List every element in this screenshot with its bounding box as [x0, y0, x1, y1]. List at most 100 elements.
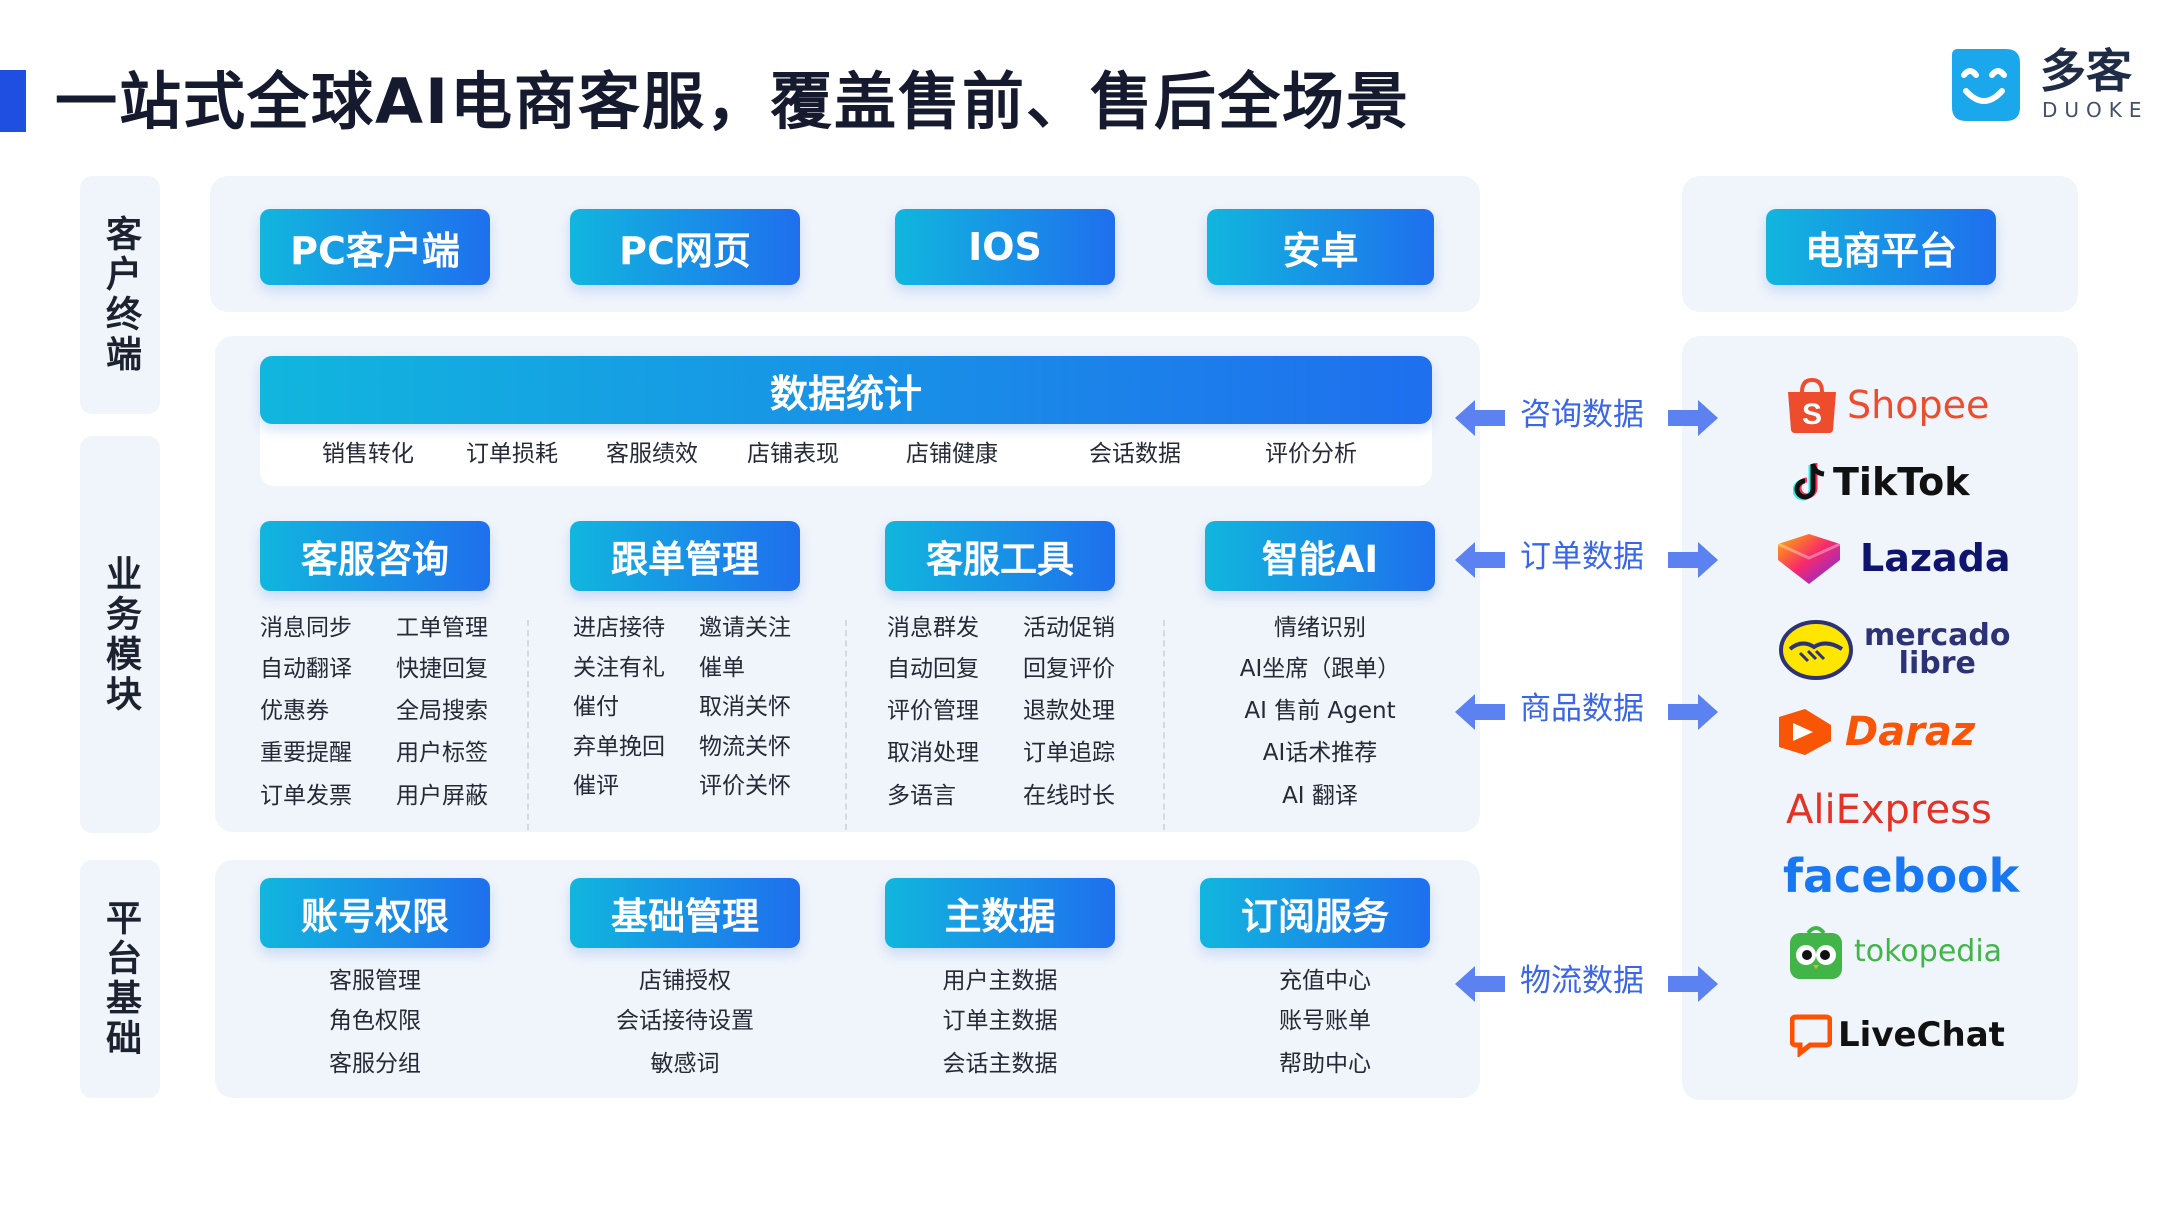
module-item: 全局搜索 — [396, 698, 488, 724]
platform-item: 充值中心 — [1279, 968, 1371, 994]
platform-daraz-name: Daraz — [1845, 709, 1976, 755]
data-flow-label: 咨询数据 — [1520, 397, 1644, 433]
module-item: 消息同步 — [260, 615, 352, 641]
module-item: 物流关怀 — [699, 734, 791, 760]
module-item: 多语言 — [887, 783, 956, 809]
platform-aliexpress-name: AliExpress — [1786, 787, 1992, 833]
module-item: 在线时长 — [1023, 783, 1115, 809]
module-item: 自动翻译 — [260, 656, 352, 682]
title-accent-bar — [0, 70, 26, 132]
module-item: 取消处理 — [887, 740, 979, 766]
platform-lazada[interactable]: Lazada — [1772, 528, 2010, 588]
arrow-left-icon — [1455, 400, 1505, 436]
platform-item: 帮助中心 — [1279, 1051, 1371, 1077]
module-item: 重要提醒 — [260, 740, 352, 766]
module-customer-service[interactable]: 客服咨询 — [260, 521, 490, 591]
platform-item: 客服管理 — [329, 968, 421, 994]
module-item: AI 售前 Agent — [1244, 698, 1396, 724]
platform-account-permissions[interactable]: 账号权限 — [260, 878, 490, 948]
tokopedia-owl-icon — [1790, 926, 1842, 979]
arrow-right-icon — [1668, 400, 1718, 436]
stat-item: 会话数据 — [1089, 441, 1181, 467]
module-item: 用户标签 — [396, 740, 488, 766]
module-item: 消息群发 — [887, 615, 979, 641]
platform-item: 店铺授权 — [639, 968, 731, 994]
module-item: 订单追踪 — [1023, 740, 1115, 766]
lazada-heart-icon — [1777, 534, 1841, 584]
module-order-followup[interactable]: 跟单管理 — [570, 521, 800, 591]
tiktok-note-icon — [1793, 463, 1825, 501]
platform-item: 会话主数据 — [942, 1051, 1058, 1077]
terminal-pc-web[interactable]: PC网页 — [570, 209, 800, 285]
module-item: 情绪识别 — [1274, 615, 1366, 641]
platform-item: 会话接待设置 — [616, 1008, 754, 1034]
platform-tiktok[interactable]: TikTok — [1793, 452, 1969, 512]
platform-facebook[interactable]: facebook — [1783, 846, 2019, 906]
side-label-terminal: 客户终端 — [80, 176, 160, 414]
data-flow-label: 商品数据 — [1520, 691, 1644, 727]
side-label-terminal-text: 客户终端 — [100, 215, 141, 375]
logo-text-en: DUOKE — [2042, 98, 2149, 122]
data-flow-label: 物流数据 — [1520, 963, 1644, 999]
stat-item: 订单损耗 — [466, 441, 558, 467]
column-divider — [527, 620, 529, 830]
smile-face-icon — [1944, 45, 2024, 125]
module-item: 用户屏蔽 — [396, 783, 488, 809]
side-label-business-text: 业务模块 — [100, 554, 141, 715]
platform-item: 订单主数据 — [942, 1008, 1058, 1034]
platform-tokopedia-name: tokopedia — [1854, 934, 2003, 969]
platform-shopee-name: Shopee — [1847, 383, 1990, 427]
platform-item: 角色权限 — [329, 1008, 421, 1034]
terminal-pc-client[interactable]: PC客户端 — [260, 209, 490, 285]
platform-item: 用户主数据 — [942, 968, 1058, 994]
platform-facebook-name: facebook — [1783, 849, 2020, 903]
data-stats-title[interactable]: 数据统计 — [260, 356, 1432, 424]
platform-aliexpress[interactable]: AliExpress — [1786, 780, 1992, 840]
arrow-left-icon — [1455, 694, 1505, 730]
terminal-android[interactable]: 安卓 — [1207, 209, 1434, 285]
platform-mercadolibre-name: mercado — [1864, 618, 2011, 653]
module-item: 快捷回复 — [396, 656, 488, 682]
module-item: 催付 — [573, 694, 619, 720]
livechat-bubble-icon — [1790, 1014, 1832, 1057]
module-item: 评价管理 — [887, 698, 979, 724]
stat-item: 客服绩效 — [606, 441, 698, 467]
platform-master-data[interactable]: 主数据 — [885, 878, 1115, 948]
platform-mercadolibre-name2: libre — [1898, 646, 1976, 681]
platform-livechat[interactable]: LiveChat — [1790, 1005, 2005, 1065]
duoke-logo: 多客 DUOKE — [1944, 40, 2154, 130]
module-service-tools[interactable]: 客服工具 — [885, 521, 1115, 591]
platform-mercadolibre[interactable]: mercado libre — [1778, 615, 2011, 685]
column-divider — [845, 620, 847, 830]
terminal-ios[interactable]: IOS — [895, 209, 1115, 285]
module-item: 评价关怀 — [699, 773, 791, 799]
module-item: 催单 — [699, 655, 745, 681]
platform-tiktok-name: TikTok — [1833, 460, 1970, 504]
column-divider — [1163, 620, 1165, 830]
module-item: 催评 — [573, 773, 619, 799]
stat-item: 评价分析 — [1265, 441, 1357, 467]
platform-daraz[interactable]: Daraz — [1775, 702, 1975, 762]
page-title: 一站式全球AI电商客服，覆盖售前、售后全场景 — [55, 65, 1411, 138]
platform-shopee[interactable]: S Shopee — [1785, 375, 1989, 435]
platform-livechat-name: LiveChat — [1838, 1015, 2005, 1055]
svg-text:S: S — [1802, 398, 1822, 431]
platform-basic-management[interactable]: 基础管理 — [570, 878, 800, 948]
platform-lazada-name: Lazada — [1860, 536, 2011, 580]
module-smart-ai[interactable]: 智能AI — [1205, 521, 1435, 591]
module-item: 邀请关注 — [699, 615, 791, 641]
data-flow-label: 订单数据 — [1520, 539, 1644, 575]
module-item: 退款处理 — [1023, 698, 1115, 724]
platform-item: 敏感词 — [650, 1051, 720, 1077]
arrow-left-icon — [1455, 966, 1505, 1002]
side-label-business: 业务模块 — [80, 436, 160, 833]
ecommerce-platforms-panel — [1682, 336, 2078, 1100]
arrow-right-icon — [1668, 542, 1718, 578]
platform-subscription[interactable]: 订阅服务 — [1200, 878, 1430, 948]
stat-item: 销售转化 — [322, 441, 414, 467]
ecommerce-platform-header[interactable]: 电商平台 — [1766, 209, 1996, 285]
module-item: 弃单挽回 — [573, 734, 665, 760]
platform-tokopedia[interactable]: tokopedia — [1786, 922, 2002, 982]
side-label-platform: 平台基础 — [80, 860, 160, 1098]
module-item: AI坐席（跟单） — [1239, 656, 1401, 682]
